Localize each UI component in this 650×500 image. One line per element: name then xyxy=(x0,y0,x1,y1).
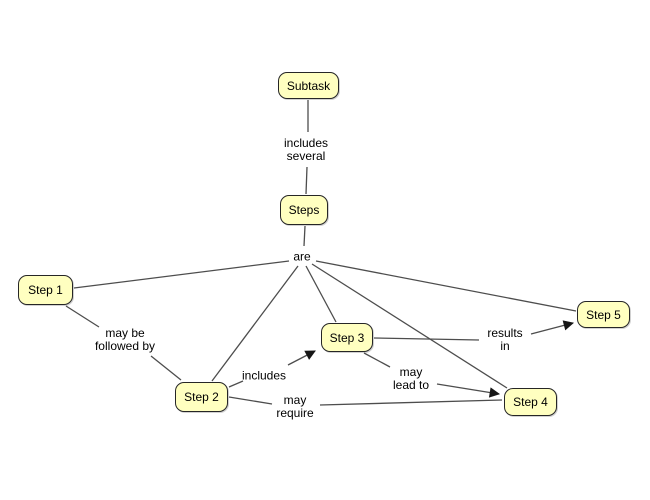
concept-node-step5[interactable]: Step 5 xyxy=(577,301,630,328)
edge-are-step4 xyxy=(311,263,508,389)
linking-phrase-may-be-followed-by[interactable]: may be followed by xyxy=(94,326,156,353)
edge-subtask-steps xyxy=(305,100,309,195)
concept-node-step4[interactable]: Step 4 xyxy=(504,388,557,416)
edge-are-step2 xyxy=(211,265,299,382)
linking-phrase-may-require[interactable]: may require xyxy=(276,393,314,420)
concept-node-step2[interactable]: Step 2 xyxy=(175,382,228,412)
concept-node-steps[interactable]: Steps xyxy=(280,195,328,225)
linking-phrase-includes[interactable]: includes xyxy=(241,368,287,383)
edge-step3-step5 xyxy=(373,320,575,341)
linking-phrase-results-in[interactable]: results in xyxy=(487,326,523,353)
edge-steps-are xyxy=(303,225,306,247)
linking-phrase-are[interactable]: are xyxy=(293,249,311,264)
concept-node-subtask[interactable]: Subtask xyxy=(278,72,339,99)
edge-step3-step4 xyxy=(363,352,501,398)
edge-step1-step2 xyxy=(65,305,182,381)
concept-node-step1[interactable]: Step 1 xyxy=(18,275,73,305)
linking-phrase-includes-several[interactable]: includes several xyxy=(283,136,329,163)
edge-are-step3 xyxy=(305,265,337,323)
edge-are-step5 xyxy=(315,260,577,312)
edge-step2-step3 xyxy=(228,350,316,388)
concept-node-step3[interactable]: Step 3 xyxy=(321,323,373,352)
edge-step2-step4 xyxy=(228,396,503,406)
linking-phrase-may-lead-to[interactable]: may lead to xyxy=(392,365,430,392)
edge-are-step1 xyxy=(73,260,290,289)
